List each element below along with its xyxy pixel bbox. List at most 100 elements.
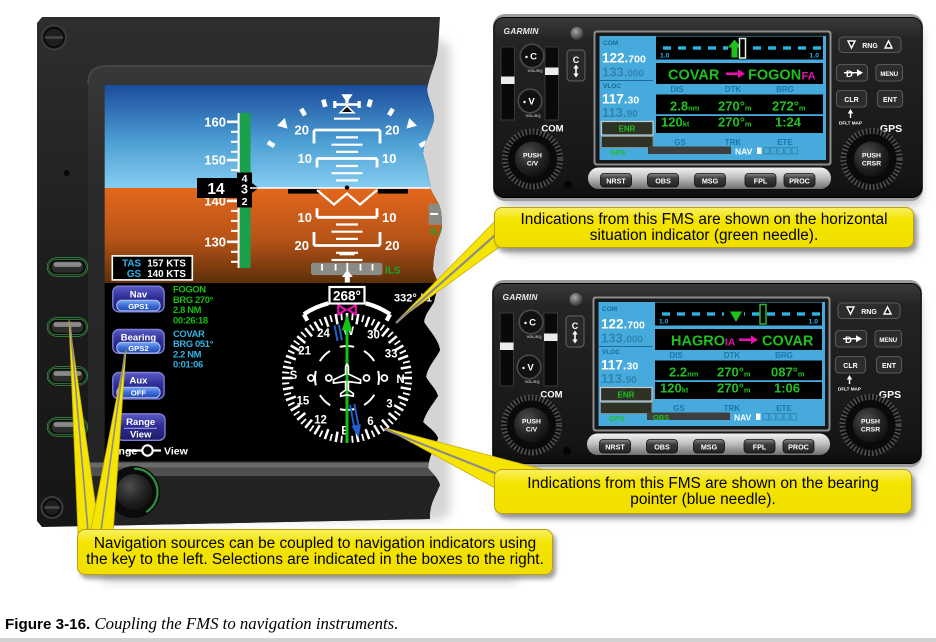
svg-text:DIS: DIS bbox=[670, 85, 684, 94]
svg-text:IA: IA bbox=[725, 337, 736, 349]
svg-text:GPS: GPS bbox=[610, 148, 626, 157]
svg-text:270°m: 270°m bbox=[717, 365, 751, 380]
svg-text:087°m: 087°m bbox=[771, 365, 805, 380]
svg-text:1.0: 1.0 bbox=[809, 319, 819, 326]
svg-text:GS: GS bbox=[674, 138, 686, 147]
svg-text:20: 20 bbox=[385, 238, 399, 253]
svg-text:V: V bbox=[528, 97, 535, 108]
svg-text:VOL/SQ: VOL/SQ bbox=[526, 334, 541, 339]
svg-text:MENU: MENU bbox=[879, 338, 897, 344]
svg-text:ENR: ENR bbox=[618, 391, 635, 400]
svg-text:ILS: ILS bbox=[431, 227, 447, 238]
svg-text:VLOC: VLOC bbox=[603, 83, 621, 90]
svg-text:GARMIN: GARMIN bbox=[504, 26, 540, 36]
svg-text:VLOC: VLOC bbox=[602, 349, 620, 356]
svg-text:FOGON: FOGON bbox=[173, 284, 206, 295]
svg-text:1.0: 1.0 bbox=[660, 53, 670, 60]
svg-text:PUSH: PUSH bbox=[862, 153, 881, 160]
svg-text:10: 10 bbox=[382, 210, 396, 225]
svg-text:150: 150 bbox=[204, 153, 226, 168]
svg-text:117.30: 117.30 bbox=[601, 358, 638, 373]
svg-text:HAGRO: HAGRO bbox=[671, 334, 725, 350]
svg-text:C/V: C/V bbox=[526, 427, 538, 434]
svg-text:DFLT MAP: DFLT MAP bbox=[839, 121, 862, 126]
svg-text:PROC: PROC bbox=[789, 177, 810, 186]
svg-text:4: 4 bbox=[242, 173, 248, 185]
svg-text:TRK: TRK bbox=[724, 404, 741, 413]
svg-text:View: View bbox=[164, 446, 189, 458]
svg-text:BRG: BRG bbox=[775, 351, 793, 360]
svg-text:OFF: OFF bbox=[131, 389, 147, 398]
svg-text:2.8 NM: 2.8 NM bbox=[173, 304, 202, 315]
svg-text:117.30: 117.30 bbox=[602, 92, 639, 107]
svg-text:270°m: 270°m bbox=[718, 115, 752, 130]
svg-text:OBS: OBS bbox=[654, 443, 670, 452]
svg-text:122.700: 122.700 bbox=[601, 317, 645, 332]
svg-text:CRSR: CRSR bbox=[862, 161, 881, 168]
svg-text:00:26:18: 00:26:18 bbox=[173, 314, 208, 325]
svg-text:24: 24 bbox=[317, 328, 330, 340]
svg-text:GS: GS bbox=[127, 269, 142, 280]
svg-text:ENT: ENT bbox=[882, 363, 897, 370]
svg-text:C/V: C/V bbox=[527, 161, 539, 168]
svg-text:RNG: RNG bbox=[861, 309, 877, 316]
svg-text:PUSH: PUSH bbox=[861, 419, 880, 426]
svg-text:D: D bbox=[846, 69, 853, 80]
svg-text:COM: COM bbox=[603, 40, 618, 47]
svg-text:BRG: BRG bbox=[776, 85, 794, 94]
svg-text:2: 2 bbox=[242, 196, 248, 208]
svg-text:Nav: Nav bbox=[130, 289, 148, 300]
svg-text:ETE: ETE bbox=[776, 404, 792, 413]
svg-text:1:06: 1:06 bbox=[774, 381, 800, 396]
svg-text:20: 20 bbox=[295, 123, 309, 138]
svg-text:TRK: TRK bbox=[725, 138, 742, 147]
svg-text:FOGON: FOGON bbox=[748, 68, 801, 84]
svg-text:VOL/SQ: VOL/SQ bbox=[524, 379, 539, 384]
svg-text:GARMIN: GARMIN bbox=[503, 292, 539, 302]
svg-text:ENR: ENR bbox=[619, 125, 636, 134]
svg-text:2.2 NM: 2.2 NM bbox=[173, 348, 202, 359]
svg-text:PROC: PROC bbox=[788, 443, 809, 452]
svg-text:COM: COM bbox=[541, 124, 563, 135]
svg-text:C: C bbox=[572, 321, 579, 331]
svg-text:10: 10 bbox=[298, 151, 312, 166]
svg-text:157 KTS: 157 KTS bbox=[147, 259, 186, 270]
svg-text:1.0: 1.0 bbox=[810, 53, 820, 60]
svg-text:GPS1: GPS1 bbox=[128, 302, 149, 311]
svg-text:10: 10 bbox=[382, 151, 396, 166]
svg-text:MENU: MENU bbox=[880, 72, 898, 78]
svg-text:TAS: TAS bbox=[122, 259, 141, 270]
svg-text:NRST: NRST bbox=[606, 177, 626, 186]
svg-text:33: 33 bbox=[385, 349, 398, 361]
svg-text:CLR: CLR bbox=[843, 363, 857, 370]
svg-text:113.90: 113.90 bbox=[601, 371, 637, 386]
svg-text:21: 21 bbox=[298, 346, 311, 358]
svg-text:V: V bbox=[527, 363, 534, 374]
svg-text:PUSH: PUSH bbox=[522, 419, 541, 426]
svg-text:OBS: OBS bbox=[655, 177, 671, 186]
svg-text:NRST: NRST bbox=[605, 443, 625, 452]
svg-text:268°: 268° bbox=[333, 288, 361, 303]
svg-text:ENT: ENT bbox=[883, 97, 898, 104]
svg-text:VOL/SQ: VOL/SQ bbox=[527, 68, 542, 73]
svg-text:MSG: MSG bbox=[702, 177, 719, 186]
svg-text:120kt: 120kt bbox=[660, 381, 689, 396]
svg-text:E: E bbox=[341, 426, 349, 438]
svg-text:N: N bbox=[396, 374, 404, 386]
svg-text:OBS: OBS bbox=[653, 413, 669, 422]
svg-text:113.90: 113.90 bbox=[602, 105, 638, 120]
svg-text:20: 20 bbox=[295, 238, 309, 253]
svg-text:270°m: 270°m bbox=[718, 99, 752, 114]
svg-text:1.0: 1.0 bbox=[659, 319, 669, 326]
svg-text:C: C bbox=[529, 318, 536, 329]
svg-text:270°m: 270°m bbox=[717, 381, 751, 396]
svg-text:W: W bbox=[343, 326, 354, 338]
svg-text:COVAR: COVAR bbox=[668, 68, 720, 84]
svg-text:DFLT MAP: DFLT MAP bbox=[838, 387, 861, 392]
svg-text:DIS: DIS bbox=[669, 351, 683, 360]
svg-text:272°m: 272°m bbox=[772, 99, 806, 114]
svg-text:ETE: ETE bbox=[777, 138, 793, 147]
svg-text:BRG 051°: BRG 051° bbox=[173, 338, 214, 349]
svg-text:120kt: 120kt bbox=[661, 115, 690, 130]
svg-text:133.000: 133.000 bbox=[602, 65, 644, 80]
